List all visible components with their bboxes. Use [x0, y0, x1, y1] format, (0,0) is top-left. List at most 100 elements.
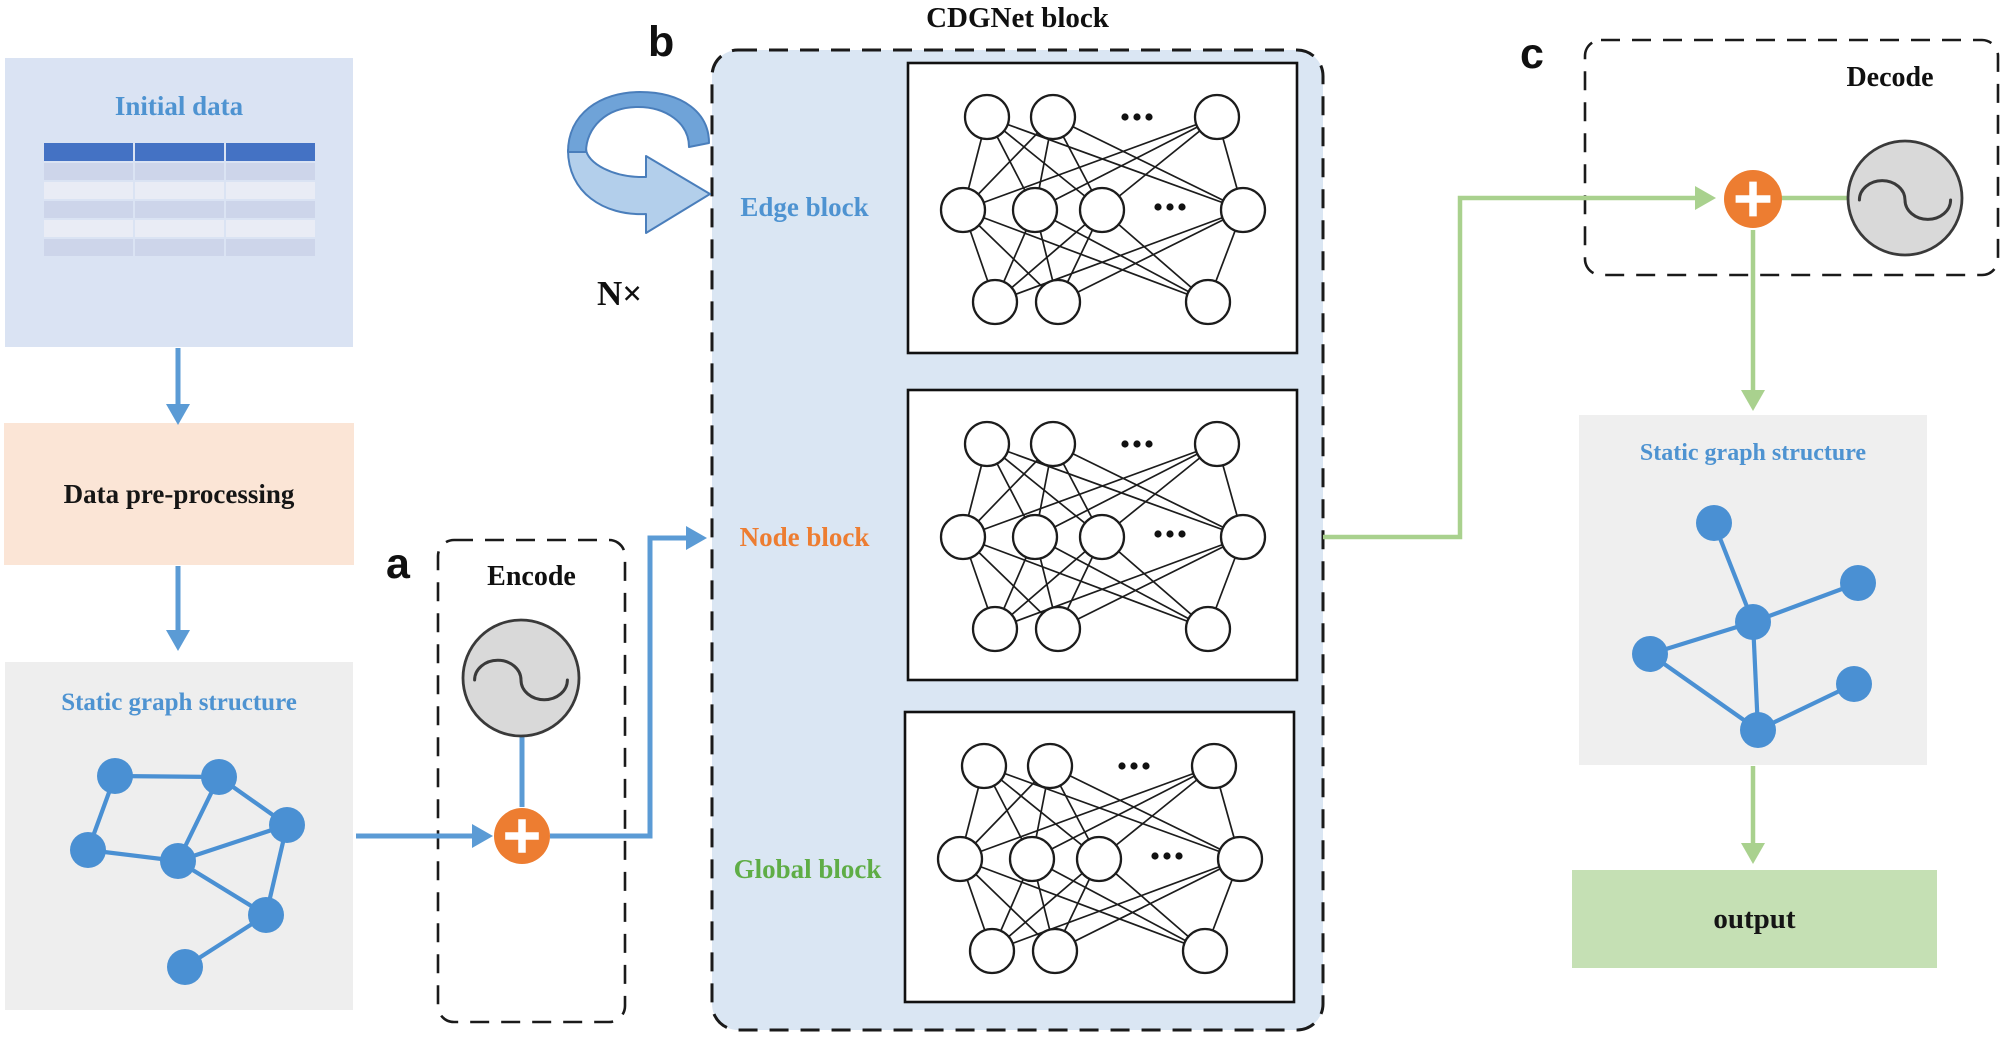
table-row — [43, 201, 315, 218]
decode-dashed-box — [1583, 38, 2000, 277]
table-cell — [225, 182, 315, 199]
global-block-nn-ellipsis-icon — [1142, 762, 1150, 770]
node-block-label: Node block — [739, 522, 870, 552]
global-block-nn-connection — [983, 765, 1241, 860]
table-row — [43, 239, 315, 256]
global-block-nn-neuron — [1031, 927, 1079, 975]
node-block-nn-ellipsis-icon — [1178, 530, 1186, 538]
repeat-loop-arrow-icon — [567, 148, 711, 234]
table-cell — [43, 163, 133, 180]
table-cell — [43, 239, 133, 256]
left-graph-edge — [177, 823, 288, 863]
edge-block-nn-neuron — [1078, 186, 1126, 234]
edge-block-label: Edge block — [740, 192, 869, 222]
table-row — [43, 182, 315, 199]
repeat-loop-arrow-icon — [567, 91, 710, 153]
global-block-nn-neuron — [1075, 835, 1123, 883]
node-block-nn-neuron — [1011, 513, 1059, 561]
table-cell — [134, 182, 224, 199]
edge-block-nn-neuron — [963, 93, 1011, 141]
left-graph-node — [167, 949, 203, 985]
table-cell — [225, 220, 315, 237]
arrow-plus-to-nodeblock — [550, 535, 686, 839]
table-cell — [43, 182, 133, 199]
right-graph-node — [1632, 636, 1668, 672]
global-block-label: Global block — [733, 854, 882, 884]
table-cell — [134, 143, 224, 161]
edge-block-nn-ellipsis-icon — [1121, 113, 1129, 121]
panel-label-a: a — [386, 540, 410, 588]
edge-block-nn-neuron — [1034, 278, 1082, 326]
right-graph-node — [1696, 505, 1732, 541]
global-block-nn-connection — [1054, 858, 1241, 952]
edge-block-nn-neuron — [1193, 93, 1241, 141]
arrow-cdgnet-to-decode-head — [1695, 186, 1716, 210]
edge-block-nn-ellipsis-icon — [1145, 113, 1153, 121]
edge-block-nn-connection — [986, 116, 1244, 211]
table-cell — [43, 220, 133, 237]
node-block-nn-connection — [1034, 443, 1218, 538]
cdgnet-block-title: CDGNet block — [926, 2, 1109, 34]
initial-data-title: Initial data — [114, 91, 244, 121]
node-block-nn-neuron — [1078, 513, 1126, 561]
edge-block-nn-neuron — [1219, 186, 1267, 234]
node-block-nn-ellipsis-icon — [1133, 440, 1141, 448]
node-block-nn-connection — [986, 443, 1244, 538]
global-block-nn-connection — [991, 858, 1241, 952]
edge-block-nn-connection — [1052, 116, 1244, 211]
edge-block-nn-neuron — [1011, 186, 1059, 234]
edge-block-nn-neuron — [971, 278, 1019, 326]
node-block-nn-connection — [1101, 536, 1209, 630]
global-block-nn-connection — [1031, 765, 1215, 860]
edge-block-nn-ellipsis-icon — [1178, 203, 1186, 211]
left-graph-node — [70, 832, 106, 868]
table-cell — [134, 163, 224, 180]
global-block-nn-connection — [1031, 858, 1206, 952]
edge-block-nn-connection — [1057, 209, 1244, 303]
table-cell — [43, 201, 133, 218]
initial-data-table — [43, 143, 315, 256]
table-cell — [225, 201, 315, 218]
repeat-count-label: N× — [597, 274, 643, 313]
arrow-graph-to-plus-head — [472, 824, 493, 848]
arrow-plus-to-nodeblock-head — [686, 526, 707, 550]
node-block-nn-neuron — [1184, 605, 1232, 653]
right-graph-edge — [1752, 581, 1859, 624]
node-block-nn-ellipsis-icon — [1154, 530, 1162, 538]
arrow-cdgnet-to-decode — [1323, 195, 1695, 540]
left-graph-node — [248, 897, 284, 933]
global-block-nn-ellipsis-icon — [1130, 762, 1138, 770]
node-block-nn-connection — [1101, 443, 1218, 538]
global-block-nn-neuron — [1181, 927, 1229, 975]
node-block-nn-connection — [1034, 536, 1209, 630]
encode-dashed-box — [436, 538, 627, 1024]
table-row — [43, 220, 315, 237]
edge-block-nn-connection — [1034, 116, 1218, 211]
edge-block-nn-neuron — [939, 186, 987, 234]
left-graph-node — [201, 759, 237, 795]
edge-block-nn-connection — [994, 209, 1244, 303]
global-block-nn-neuron — [960, 742, 1008, 790]
arrow-pre-to-graph-head — [166, 630, 190, 651]
global-block-nn-neuron — [936, 835, 984, 883]
table-cell — [225, 143, 315, 161]
table-cell — [134, 201, 224, 218]
global-block-nn-connection — [959, 858, 1206, 952]
global-block-nn-connection — [1098, 858, 1206, 952]
left-graph-node — [160, 843, 196, 879]
node-block-nn-ellipsis-icon — [1145, 440, 1153, 448]
node-block-nn-connection — [994, 536, 1244, 630]
edge-block-nn-neuron — [1029, 93, 1077, 141]
node-block-nn-connection — [994, 536, 1103, 630]
node-block-nn-neuron — [971, 605, 1019, 653]
edge-block-nn-connection — [1101, 116, 1218, 211]
table-cell — [134, 220, 224, 237]
right-graph-edge — [1648, 652, 1760, 732]
panel-label-b: b — [648, 18, 675, 66]
node-block-nn-connection — [962, 443, 1218, 538]
global-block-nn-neuron — [1190, 742, 1238, 790]
edge-block-nn-ellipsis-icon — [1154, 203, 1162, 211]
edge-block-nn-connection — [1034, 209, 1209, 303]
